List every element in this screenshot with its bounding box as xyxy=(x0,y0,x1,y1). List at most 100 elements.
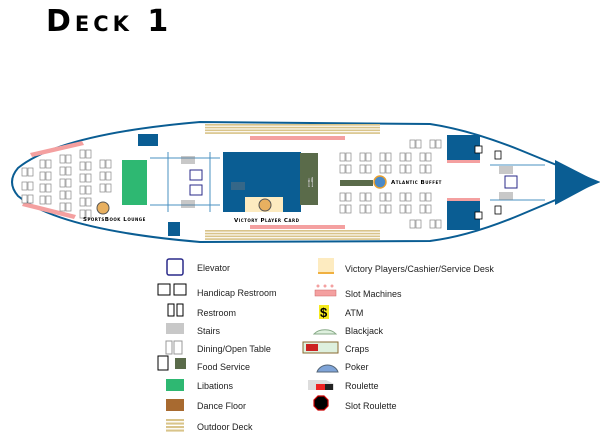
outdoor-deck-bottom xyxy=(205,230,380,240)
dining-table xyxy=(385,204,392,214)
dining-table xyxy=(39,195,46,205)
handicap-restroom-icon xyxy=(474,145,483,220)
dining-table xyxy=(85,161,92,171)
dining-table xyxy=(85,197,92,207)
handicap-restroom-icon xyxy=(157,283,187,296)
dining-table xyxy=(419,164,426,174)
dining-table xyxy=(405,192,412,202)
legend-label: Outdoor Deck xyxy=(197,422,253,432)
dining-table xyxy=(339,164,346,174)
service-area xyxy=(447,200,480,230)
deck-plank xyxy=(205,235,380,238)
victory-card-label: Victory Player Card xyxy=(234,218,300,224)
dining-table xyxy=(85,173,92,183)
dining-table xyxy=(21,181,28,191)
dining-table xyxy=(79,209,86,219)
dining-table xyxy=(85,185,92,195)
dining-table xyxy=(45,183,52,193)
dining-table xyxy=(425,164,432,174)
dining-table xyxy=(429,219,436,229)
dining-table xyxy=(425,192,432,202)
dining-table xyxy=(365,192,372,202)
dining-table xyxy=(39,183,46,193)
dining-table xyxy=(409,139,416,149)
deck-plank xyxy=(205,230,380,232)
deck-plank xyxy=(205,124,380,126)
dining-table xyxy=(399,164,406,174)
deck-plank xyxy=(205,126,380,129)
dining-table xyxy=(59,166,66,176)
atlantic-buffet-label: Atlantic Buffet xyxy=(391,180,442,186)
slot-roulette-icon xyxy=(313,395,329,411)
libations-icon xyxy=(166,379,184,391)
dining-table xyxy=(345,164,352,174)
dining-table xyxy=(99,159,106,169)
service-area xyxy=(138,134,158,146)
dining-table xyxy=(27,194,34,204)
dining-table xyxy=(385,152,392,162)
dining-table xyxy=(85,209,92,219)
legend-label: Elevator xyxy=(197,263,230,273)
slot-machines xyxy=(250,136,345,140)
dining-table-icon xyxy=(165,340,183,355)
dining-table xyxy=(45,171,52,181)
dining-table xyxy=(379,164,386,174)
dining-table xyxy=(385,164,392,174)
corridor-walls xyxy=(150,152,545,212)
legend-label: Blackjack xyxy=(345,326,384,336)
dining-table xyxy=(65,178,72,188)
dining-table xyxy=(79,173,86,183)
outdoor-deck-icon xyxy=(166,419,184,432)
dining-table xyxy=(65,154,72,164)
dining-table xyxy=(105,159,112,169)
deck-plank xyxy=(205,238,380,240)
dance-floor-icon xyxy=(166,399,184,411)
dining-table xyxy=(339,192,346,202)
dining-table xyxy=(419,152,426,162)
dining-table xyxy=(339,152,346,162)
deck-plank xyxy=(205,132,380,134)
dining-table xyxy=(79,149,86,159)
legend-label: Handicap Restroom xyxy=(197,288,277,298)
legend-label: Dining/Open Table xyxy=(197,344,271,354)
dining-table xyxy=(379,152,386,162)
slot-machines xyxy=(447,160,480,163)
legend-label: Libations xyxy=(197,381,234,391)
service-area xyxy=(168,222,180,236)
dining-table xyxy=(405,152,412,162)
atm-glyph: $ xyxy=(320,305,328,320)
legend-label: Victory Players/Cashier/Service Desk xyxy=(345,264,494,274)
dining-table xyxy=(27,167,34,177)
sportsbook-label: SportsBook Lounge xyxy=(83,217,146,223)
dining-table xyxy=(59,190,66,200)
dining-table xyxy=(99,171,106,181)
dining-table xyxy=(405,204,412,214)
deck-plank xyxy=(205,129,380,132)
service-area xyxy=(447,135,480,160)
legend-label: Restroom xyxy=(197,308,236,318)
dining-table xyxy=(65,190,72,200)
dining-table xyxy=(359,164,366,174)
deck-plank xyxy=(205,232,380,235)
dining-table xyxy=(59,154,66,164)
service-desk-edge xyxy=(318,272,334,274)
dining-table xyxy=(379,204,386,214)
food-service-icon: 🍴 xyxy=(305,176,316,188)
atlantic-buffet-logo xyxy=(373,175,387,189)
dining-table xyxy=(21,194,28,204)
dining-table xyxy=(345,192,352,202)
deck-plank xyxy=(166,422,184,425)
bow-cone xyxy=(555,160,598,205)
slot-machines xyxy=(22,202,76,219)
dining-table xyxy=(399,204,406,214)
dining-table xyxy=(339,204,346,214)
elevator-icon xyxy=(166,258,184,276)
slot-machines-icon xyxy=(314,284,337,297)
libations-bar xyxy=(122,160,147,205)
food-service-icon xyxy=(157,355,186,371)
victory-logo xyxy=(258,198,272,212)
dining-table xyxy=(21,167,28,177)
dining-table xyxy=(365,164,372,174)
legend-label: Roulette xyxy=(345,381,379,391)
food-service-bar xyxy=(340,180,373,186)
